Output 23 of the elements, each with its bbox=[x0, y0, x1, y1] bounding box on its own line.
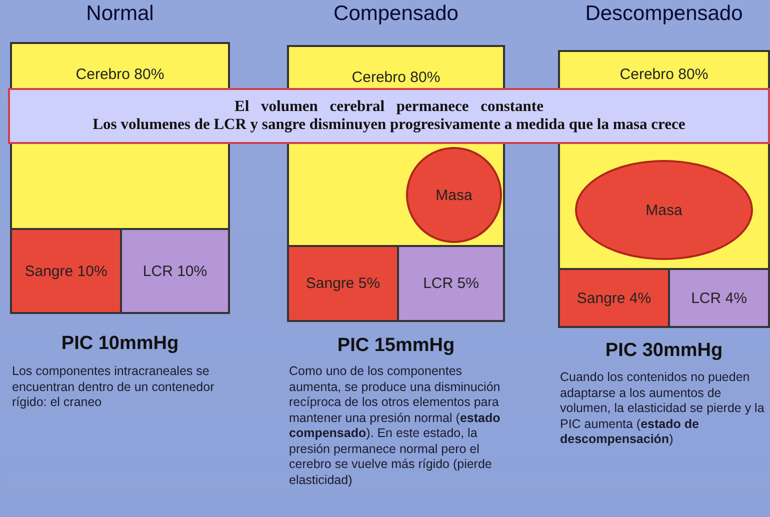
info-banner-tooltip bbox=[8, 88, 770, 144]
pressure-value: PIC 10mmHg bbox=[60, 333, 180, 355]
column-heading: Normal bbox=[85, 2, 155, 26]
mass-shape: Masa bbox=[575, 160, 753, 260]
region-label: Cerebro 80% bbox=[620, 66, 708, 83]
description-text: Cuando los contenidos no pueden adaptarse a los aumentos de volumen, la elasticidad se pierde y la PIC aumenta (estado de descompensación) bbox=[560, 370, 766, 448]
pressure-value: PIC 30mmHg bbox=[604, 340, 724, 362]
region-label: Cerebro 80% bbox=[76, 66, 164, 83]
blood-region-box: Sangre 4% bbox=[558, 268, 670, 328]
description-text: Los componentes intracraneales se encuentran dentro de un contenedor rígido: el craneo bbox=[12, 364, 216, 410]
csf-region-box: LCR 4% bbox=[668, 268, 770, 328]
blood-region-box: Sangre 5% bbox=[287, 245, 399, 322]
mass-shape: Masa bbox=[406, 147, 502, 243]
description-text: Como uno de los componentes aumenta, se produce una disminución recíproca de los otros elementos para mantener una presión normal (estado compensado). En este estado, la presión permanece normal pero el cerebro se vuelve más rígido (pierde elasticidad) bbox=[289, 364, 502, 488]
csf-region-box: LCR 10% bbox=[120, 228, 230, 314]
region-label: Cerebro 80% bbox=[352, 69, 440, 86]
column-heading: Compensado bbox=[332, 2, 460, 26]
column-heading: Descompensado bbox=[584, 2, 744, 26]
banner-text: El volumen cerebral permanece constante bbox=[234, 98, 544, 116]
csf-region-box: LCR 5% bbox=[397, 245, 505, 322]
blood-region-box: Sangre 10% bbox=[10, 228, 122, 314]
pressure-value: PIC 15mmHg bbox=[336, 335, 456, 357]
banner-text: Los volumenes de LCR y sangre disminuyen progresivamente a medida que la masa crece bbox=[92, 116, 686, 134]
